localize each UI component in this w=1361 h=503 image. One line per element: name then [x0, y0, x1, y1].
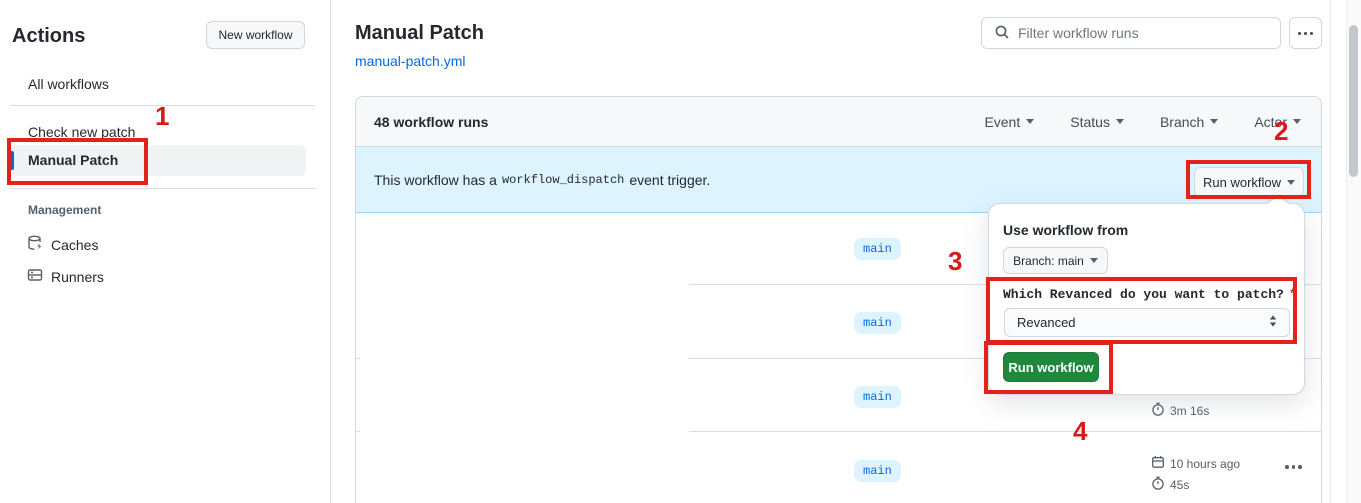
chevron-down-icon — [1026, 119, 1035, 124]
branch-badge[interactable]: main — [854, 312, 901, 334]
updown-arrows-icon — [1267, 314, 1279, 331]
actor-filter-label: Actor — [1254, 113, 1287, 130]
runs-filters: Event Status Branch Actor — [984, 114, 1301, 130]
actor-filter-dropdown[interactable]: Actor — [1254, 114, 1301, 130]
workflow-input-label: Which Revanced do you want to patch? * — [1003, 287, 1297, 302]
calendar-icon — [1151, 455, 1165, 472]
content-right-edge — [1330, 0, 1331, 503]
branch-selector-button[interactable]: Branch: main — [1003, 247, 1108, 274]
runs-list-header: 48 workflow runs Event Status Branch Act… — [356, 97, 1321, 147]
workflow-options-button[interactable] — [1289, 17, 1322, 49]
chevron-down-icon — [1210, 119, 1219, 124]
selected-item-accent-bar — [10, 151, 14, 170]
required-asterisk: * — [1288, 287, 1297, 302]
management-heading: Management — [28, 203, 102, 217]
row-divider — [689, 431, 1322, 432]
chevron-down-icon — [1293, 119, 1301, 124]
status-filter-label: Status — [1070, 113, 1110, 130]
scrollbar-thumb[interactable] — [1349, 25, 1358, 177]
run-time-ago: 10 hours ago — [1151, 455, 1240, 472]
revanced-select-value: Revanced — [1017, 315, 1076, 330]
cache-icon — [27, 235, 43, 254]
event-filter-label: Event — [984, 113, 1021, 130]
search-icon — [994, 24, 1010, 43]
workflow-dispatch-banner: This workflow has a workflow_dispatch ev… — [356, 147, 1321, 213]
filter-workflow-runs-box — [981, 17, 1281, 49]
sidebar-item-manual-patch-label: Manual Patch — [28, 152, 119, 168]
branch-filter-label: Branch — [1159, 113, 1205, 130]
branch-filter-dropdown[interactable]: Branch — [1159, 113, 1219, 130]
triangle-down-icon — [1089, 258, 1098, 263]
workflows-sidebar: Actions New workflow All workflows Check… — [0, 0, 331, 503]
run-workflow-dropdown-label: Run workflow — [1202, 174, 1282, 190]
run-workflow-popup: Use workflow from Branch: main Which Rev… — [988, 194, 1305, 395]
stopwatch-icon — [1151, 476, 1165, 493]
sidebar-item-runners[interactable]: Runners — [27, 267, 104, 286]
new-workflow-label: New workflow — [218, 28, 293, 42]
run-options-button[interactable] — [1285, 465, 1302, 469]
workflow-dispatch-code: workflow_dispatch — [501, 172, 625, 187]
branch-badge[interactable]: main — [854, 238, 901, 260]
branch-badge[interactable]: main — [854, 460, 901, 482]
chevron-down-icon — [1115, 119, 1124, 124]
sidebar-divider — [10, 188, 315, 189]
run-duration-text: 45s — [1170, 477, 1190, 492]
runners-icon — [27, 267, 43, 286]
sidebar-divider — [10, 105, 315, 106]
workflow-runs-card: 48 workflow runs Event Status Branch Act… — [355, 96, 1322, 503]
sidebar-item-check-new-patch[interactable]: Check new patch — [28, 124, 136, 140]
banner-text-after: event trigger. — [629, 171, 711, 188]
run-duration: 45s — [1151, 476, 1189, 493]
filter-workflow-runs-input[interactable] — [1018, 25, 1268, 41]
banner-text-before: This workflow has a — [374, 171, 497, 188]
sidebar-item-caches[interactable]: Caches — [27, 235, 98, 254]
runners-label: Runners — [51, 268, 104, 285]
row-divider — [356, 358, 360, 359]
run-duration: 3m 16s — [1151, 402, 1209, 419]
sidebar-title: Actions — [12, 25, 86, 47]
popup-heading: Use workflow from — [1003, 222, 1129, 238]
status-filter-dropdown[interactable]: Status — [1070, 114, 1124, 130]
stopwatch-icon — [1151, 402, 1165, 419]
run-time-ago-text: 10 hours ago — [1170, 456, 1241, 471]
sidebar-item-all-workflows[interactable]: All workflows — [28, 76, 109, 92]
branch-selector-label: Branch: main — [1013, 253, 1084, 268]
sidebar-item-manual-patch[interactable] — [10, 145, 306, 176]
run-workflow-submit-button[interactable]: Run workflow — [1003, 352, 1099, 382]
workflow-file-link[interactable]: manual-patch.yml — [355, 53, 466, 69]
run-workflow-dropdown-button[interactable]: Run workflow — [1194, 167, 1304, 197]
triangle-down-icon — [1287, 179, 1296, 185]
event-filter-dropdown[interactable]: Event — [984, 113, 1035, 130]
kebab-horizontal-icon — [1298, 31, 1313, 35]
input-label-text: Which Revanced do you want to patch? — [1003, 287, 1284, 302]
run-duration-text: 3m 16s — [1170, 403, 1210, 418]
row-divider — [356, 431, 360, 432]
page-title: Manual Patch — [355, 22, 484, 44]
revanced-select[interactable]: Revanced — [1004, 308, 1290, 337]
workflow-runs-count: 48 workflow runs — [374, 113, 489, 130]
branch-badge[interactable]: main — [854, 386, 901, 408]
caches-label: Caches — [51, 236, 99, 253]
new-workflow-button[interactable]: New workflow — [206, 21, 305, 49]
